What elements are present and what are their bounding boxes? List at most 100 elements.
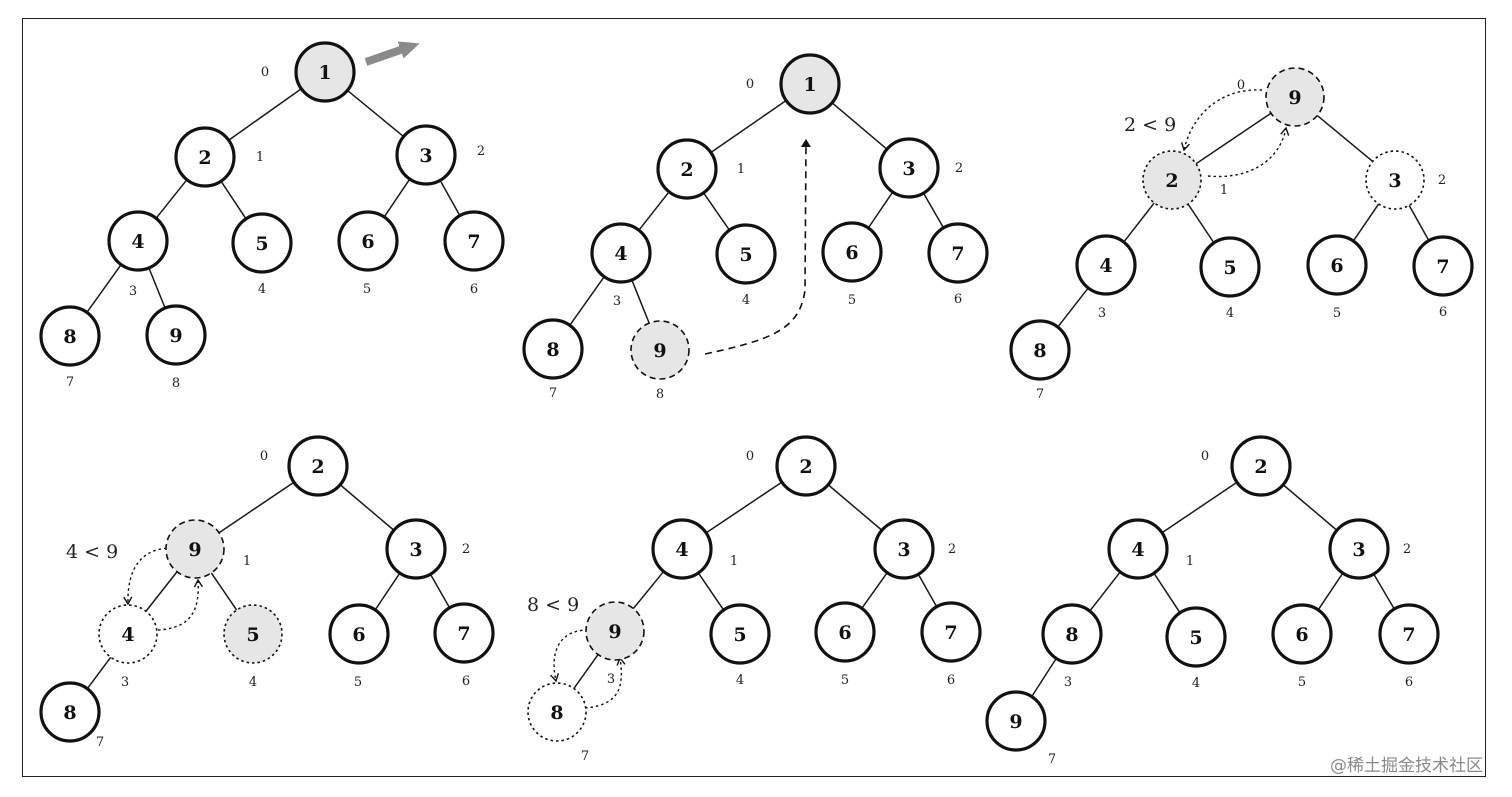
comparison-labels: 2 < 9 4 < 9 8 < 9 @稀土掘金技术社区 bbox=[66, 114, 1483, 776]
tree-edge bbox=[148, 267, 166, 309]
heap-node: 54 bbox=[231, 212, 293, 297]
node-value: 8 bbox=[546, 339, 559, 361]
node-index: 0 bbox=[260, 449, 268, 464]
heap-node: 87 bbox=[527, 682, 589, 764]
tree-edge bbox=[861, 572, 888, 609]
node-index: 7 bbox=[1036, 387, 1044, 402]
swap-arrow-down bbox=[1180, 89, 1263, 152]
heap-node: 98 bbox=[630, 320, 690, 402]
tree-edge bbox=[1282, 484, 1338, 531]
node-index: 0 bbox=[1201, 449, 1209, 464]
node-circle bbox=[223, 604, 283, 664]
node-value: 6 bbox=[352, 624, 365, 646]
node-value: 3 bbox=[1388, 170, 1401, 192]
swap-arrow-down bbox=[123, 547, 173, 606]
tree-edge bbox=[917, 573, 938, 608]
tree-edge bbox=[1187, 203, 1215, 244]
node-index: 6 bbox=[947, 673, 955, 688]
node-circle bbox=[1230, 435, 1292, 497]
node-index: 1 bbox=[256, 150, 264, 165]
tree-edge bbox=[383, 178, 411, 218]
node-circle bbox=[920, 601, 982, 663]
tree-edge bbox=[145, 571, 178, 612]
node-circle bbox=[651, 518, 713, 580]
node-circle bbox=[709, 603, 771, 665]
node-circle bbox=[1271, 603, 1333, 665]
node-index: 6 bbox=[462, 674, 470, 689]
tree-edge bbox=[228, 88, 302, 141]
node-circle bbox=[775, 435, 837, 497]
tree-edge bbox=[439, 179, 461, 217]
heap-node: 65 bbox=[328, 603, 390, 690]
node-value: 6 bbox=[1330, 255, 1343, 277]
node-circle bbox=[527, 682, 587, 742]
heap-node: 20 bbox=[260, 435, 349, 497]
tree-edge bbox=[1089, 571, 1121, 612]
heap-node: 41 bbox=[651, 518, 738, 580]
tree-edge bbox=[1316, 114, 1374, 163]
tree-edge bbox=[638, 191, 670, 231]
node-circle bbox=[630, 320, 690, 380]
node-index: 7 bbox=[96, 735, 104, 750]
tree-edge bbox=[697, 572, 725, 611]
node-value: 7 bbox=[951, 243, 964, 265]
comparison-label: 2 < 9 bbox=[1124, 114, 1176, 136]
tree-edge bbox=[86, 656, 112, 690]
node-circle bbox=[1199, 236, 1261, 298]
tree-edge bbox=[1057, 287, 1089, 328]
node-value: 4 bbox=[614, 243, 627, 265]
tree-edge bbox=[710, 99, 787, 154]
node-index: 3 bbox=[1098, 306, 1106, 321]
tree-edge bbox=[702, 192, 731, 231]
node-value: 5 bbox=[733, 624, 746, 646]
node-circle bbox=[585, 601, 645, 661]
heap-node: 43 bbox=[98, 604, 158, 690]
node-index: 2 bbox=[477, 144, 485, 159]
heap-node: 20 bbox=[746, 435, 837, 497]
tree-edge bbox=[922, 192, 945, 229]
node-index: 0 bbox=[1237, 78, 1245, 93]
node-index: 5 bbox=[848, 293, 856, 308]
node-index: 5 bbox=[841, 673, 849, 688]
node-index: 8 bbox=[656, 387, 664, 402]
tree-edge bbox=[1153, 572, 1181, 614]
heap-node: 76 bbox=[1412, 235, 1474, 320]
node-index: 3 bbox=[613, 294, 621, 309]
heap-node: 76 bbox=[927, 222, 989, 307]
tree-edge bbox=[346, 89, 405, 138]
node-circle bbox=[779, 53, 841, 115]
swap-arrow-down bbox=[550, 629, 589, 683]
heap-node: 65 bbox=[821, 221, 883, 308]
node-index: 2 bbox=[955, 161, 963, 176]
tree-edge bbox=[569, 276, 605, 326]
heap-node: 65 bbox=[814, 601, 876, 688]
node-circle bbox=[1009, 319, 1071, 381]
node-value: 2 bbox=[799, 456, 812, 478]
node-value: 9 bbox=[1288, 87, 1301, 109]
heap-node: 65 bbox=[1306, 234, 1368, 321]
node-value: 4 bbox=[675, 539, 688, 561]
heap-node: 54 bbox=[715, 223, 777, 308]
node-circle bbox=[165, 519, 225, 579]
node-index: 0 bbox=[261, 65, 269, 80]
tree-edge bbox=[220, 180, 247, 220]
node-circle bbox=[1165, 606, 1227, 668]
tree-edge bbox=[86, 264, 122, 313]
node-circle bbox=[98, 604, 158, 664]
node-index: 7 bbox=[66, 375, 74, 390]
swap-arrow-up bbox=[1207, 126, 1290, 178]
node-circle bbox=[590, 222, 652, 284]
tree-edge bbox=[705, 481, 783, 534]
heap-node: 54 bbox=[1165, 606, 1227, 691]
heap-node: 76 bbox=[920, 601, 982, 688]
node-circle bbox=[656, 138, 718, 200]
node-value: 6 bbox=[1295, 624, 1308, 646]
heap-node: 76 bbox=[1378, 603, 1440, 690]
tree-edge bbox=[1123, 202, 1155, 243]
node-circle bbox=[174, 126, 236, 188]
node-value: 7 bbox=[1402, 624, 1415, 646]
